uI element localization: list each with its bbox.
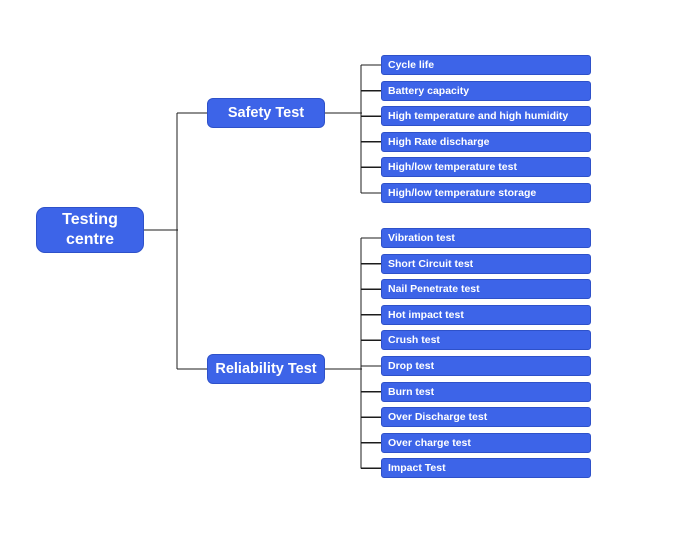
connector-root-trunk (144, 112, 208, 370)
connector-safety-branch (325, 64, 382, 194)
node-high-temperature-and-high-humidity: High temperature and high humidity (381, 106, 591, 127)
node-crush-test: Crush test (381, 330, 591, 351)
node-safety-test-label: Safety Test (227, 105, 305, 121)
reliability-test-item-list: Vibration test Short Circuit test Nail P… (381, 228, 591, 479)
node-vibration-test: Vibration test (381, 228, 591, 248)
node-over-charge-test: Over charge test (381, 432, 591, 453)
node-burn-test: Burn test (381, 381, 591, 402)
safety-test-item-list: Cycle life Battery capacity High tempera… (381, 55, 591, 203)
node-reliability-test: Reliability Test (207, 354, 325, 384)
node-impact-test: Impact Test (381, 458, 591, 479)
node-drop-test: Drop test (381, 355, 591, 376)
node-over-discharge-test: Over Discharge test (381, 407, 591, 428)
node-short-circuit-test: Short Circuit test (381, 253, 591, 274)
node-cycle-life: Cycle life (381, 55, 591, 75)
node-testing-centre: Testing centre (36, 207, 144, 253)
node-battery-capacity: Battery capacity (381, 80, 591, 101)
node-testing-centre-label: Testing centre (62, 211, 118, 248)
node-reliability-test-label: Reliability Test (215, 361, 317, 377)
node-hot-impact-test: Hot impact test (381, 304, 591, 325)
connector-reliability-branch (325, 237, 382, 470)
node-high-rate-discharge: High Rate discharge (381, 131, 591, 152)
node-high-low-temperature-storage: High/low temperature storage (381, 182, 591, 203)
node-high-low-temperature-test: High/low temperature test (381, 157, 591, 178)
node-nail-penetrate-test: Nail Penetrate test (381, 279, 591, 300)
node-safety-test: Safety Test (207, 98, 325, 128)
